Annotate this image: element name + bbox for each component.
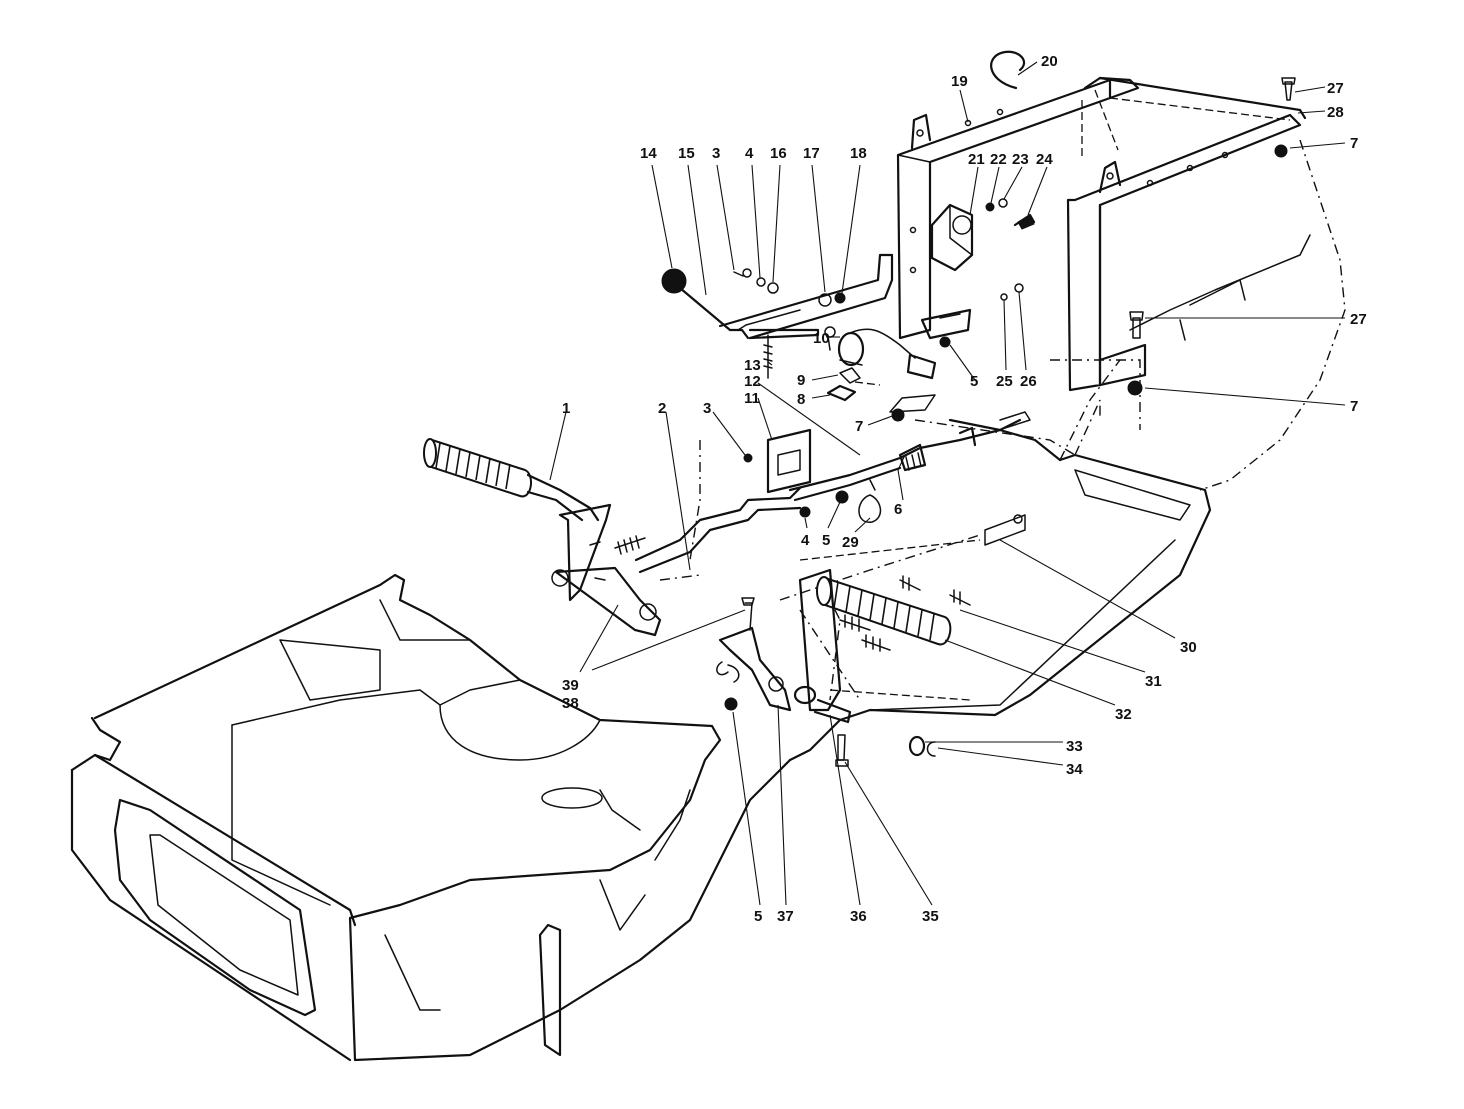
label-30: 30 xyxy=(1180,639,1197,656)
label-5-upper: 5 xyxy=(970,373,978,390)
label-3-top: 3 xyxy=(712,145,720,162)
label-13: 13 xyxy=(744,357,761,374)
label-29: 29 xyxy=(842,534,859,551)
label-28: 28 xyxy=(1327,104,1344,121)
label-24: 24 xyxy=(1036,151,1053,168)
label-27-top: 27 xyxy=(1327,80,1344,97)
label-2: 2 xyxy=(658,400,666,417)
label-19: 19 xyxy=(951,73,968,90)
label-4-mid: 4 xyxy=(801,532,810,549)
shift-lever-assembly xyxy=(661,253,894,379)
label-18: 18 xyxy=(850,145,867,162)
label-26: 26 xyxy=(1020,373,1037,390)
label-25: 25 xyxy=(996,373,1013,390)
left-handle-assembly xyxy=(423,438,802,637)
label-31: 31 xyxy=(1145,673,1162,690)
interlock-switch-10 xyxy=(824,326,937,402)
label-11: 11 xyxy=(744,390,760,407)
label-23: 23 xyxy=(1012,151,1029,168)
label-35: 35 xyxy=(922,908,939,925)
label-34: 34 xyxy=(1066,761,1083,778)
label-22: 22 xyxy=(990,151,1007,168)
label-37: 37 xyxy=(777,908,794,925)
label-39: 39 xyxy=(562,677,579,694)
label-8: 8 xyxy=(797,391,805,408)
label-9: 9 xyxy=(797,372,805,389)
label-14: 14 xyxy=(640,145,657,162)
label-16: 16 xyxy=(770,145,787,162)
label-21: 21 xyxy=(968,151,985,168)
label-7-right: 7 xyxy=(1350,398,1358,415)
label-32: 32 xyxy=(1115,706,1132,723)
label-36: 36 xyxy=(850,908,867,925)
label-20: 20 xyxy=(1041,53,1058,70)
left-frame-19 xyxy=(896,76,1307,340)
fasteners xyxy=(990,50,1296,396)
label-4-top: 4 xyxy=(745,145,754,162)
chassis-body xyxy=(70,139,1346,1062)
label-15: 15 xyxy=(678,145,695,162)
label-3-mid: 3 xyxy=(703,400,711,417)
label-38: 38 xyxy=(562,695,579,712)
cross-bar-assembly xyxy=(743,394,1076,523)
label-5-bottom: 5 xyxy=(754,908,762,925)
label-5-mid: 5 xyxy=(822,532,830,549)
label-6: 6 xyxy=(894,501,902,518)
part-labels: 20 19 27 28 7 14 15 3 4 16 17 18 21 22 2… xyxy=(562,53,1367,925)
label-7-top: 7 xyxy=(1350,135,1358,152)
leader-lines xyxy=(549,61,1346,906)
label-1: 1 xyxy=(562,400,570,417)
label-12: 12 xyxy=(744,373,761,390)
label-33: 33 xyxy=(1066,738,1083,755)
right-handle-assembly xyxy=(716,539,981,767)
label-17: 17 xyxy=(803,145,820,162)
label-7-mid: 7 xyxy=(855,418,863,435)
right-frame-28 xyxy=(1066,113,1311,392)
label-27-mid: 27 xyxy=(1350,311,1367,328)
label-10: 10 xyxy=(813,330,830,347)
